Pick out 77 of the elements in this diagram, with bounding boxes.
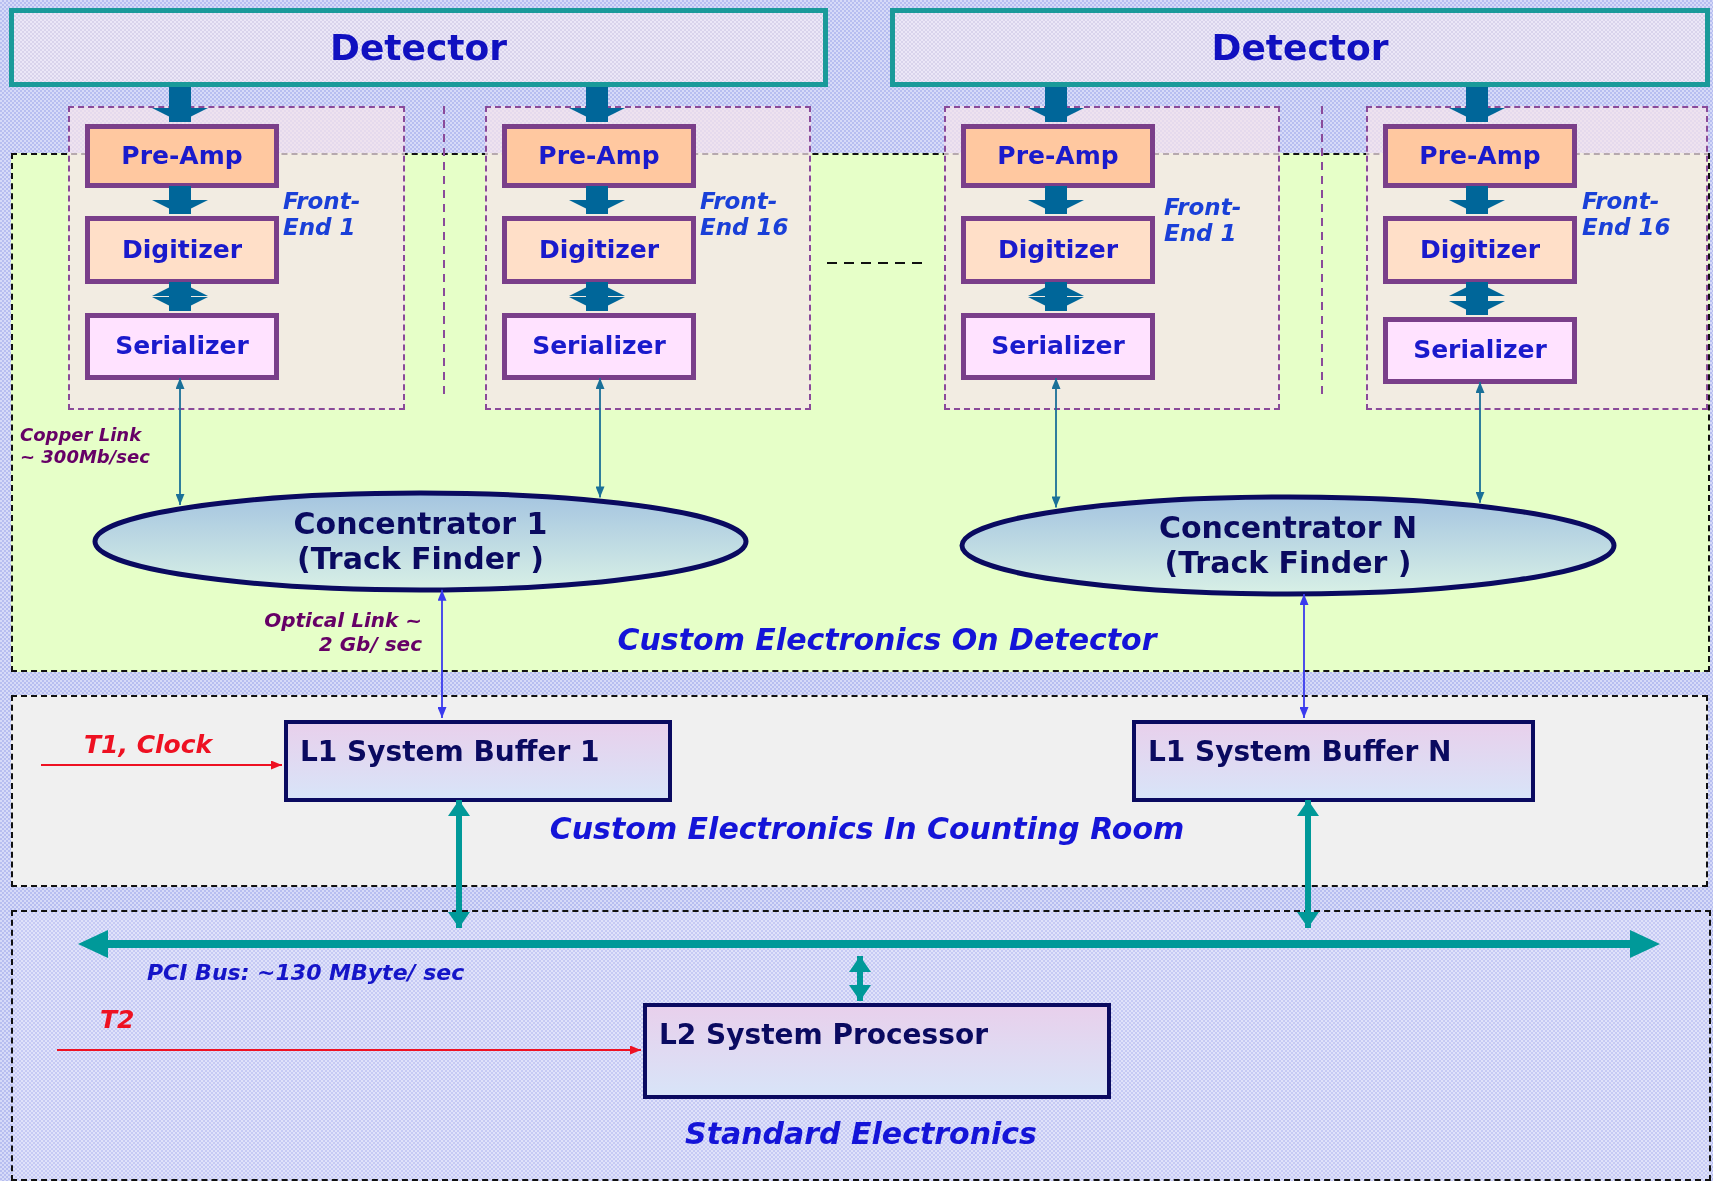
arrow bbox=[849, 956, 871, 1001]
arrow bbox=[152, 282, 208, 311]
arrow bbox=[1475, 381, 1485, 504]
region-title: Custom Electronics On Detector bbox=[617, 623, 1157, 658]
process-box bbox=[1383, 216, 1577, 284]
process-box bbox=[961, 216, 1155, 284]
front-end-group-box bbox=[485, 106, 811, 410]
node-label: Concentrator N (Track Finder ) bbox=[1157, 511, 1419, 580]
arrow bbox=[152, 87, 208, 122]
process-box bbox=[1383, 124, 1577, 188]
process-box bbox=[502, 313, 696, 380]
process-box bbox=[284, 720, 672, 802]
arrow bbox=[1299, 593, 1309, 719]
arrow bbox=[40, 760, 283, 770]
node-label: Pre-Amp bbox=[538, 141, 660, 171]
region-panel bbox=[11, 695, 1708, 887]
detector-box bbox=[9, 8, 828, 87]
node-label: Detector bbox=[330, 26, 507, 69]
node-label: Concentrator 1 (Track Finder ) bbox=[292, 507, 549, 576]
front-end-group-box bbox=[68, 106, 405, 410]
arrow bbox=[1028, 186, 1084, 214]
arrow bbox=[1449, 87, 1505, 122]
node-label: L1 System Buffer N bbox=[1148, 736, 1452, 769]
arrow bbox=[595, 377, 605, 499]
process-box bbox=[1383, 317, 1577, 384]
node-label: Serializer bbox=[115, 332, 249, 361]
arrow bbox=[437, 588, 447, 719]
node-label: L1 System Buffer 1 bbox=[300, 736, 600, 769]
node-label: Serializer bbox=[991, 332, 1125, 361]
front-end-label: Front- End 16 bbox=[1582, 188, 1672, 241]
arrow bbox=[152, 186, 208, 214]
process-box bbox=[85, 124, 279, 188]
front-end-group-box bbox=[944, 106, 1280, 410]
arrow bbox=[569, 87, 625, 122]
arrow bbox=[1051, 377, 1061, 509]
region-panel bbox=[11, 910, 1711, 1181]
region-title: Custom Electronics In Counting Room bbox=[549, 812, 1185, 847]
arrow bbox=[1449, 282, 1505, 315]
arrow bbox=[1449, 186, 1505, 214]
arrow bbox=[175, 377, 185, 506]
edge-label: Copper Link ~ 300Mb/sec bbox=[20, 424, 151, 468]
front-end-label: Front- End 1 bbox=[1164, 194, 1243, 247]
process-box bbox=[1132, 720, 1535, 802]
front-end-label: Front- End 1 bbox=[283, 188, 362, 241]
node-label: Serializer bbox=[532, 332, 666, 361]
arrow bbox=[1028, 87, 1084, 122]
arrow bbox=[56, 1045, 642, 1055]
arrow bbox=[1028, 282, 1084, 311]
node-label: Pre-Amp bbox=[1419, 141, 1541, 171]
detector-box bbox=[890, 8, 1710, 87]
node-label: L2 System Processor bbox=[659, 1019, 988, 1052]
arrow bbox=[569, 282, 625, 311]
process-box bbox=[961, 124, 1155, 188]
node-label: Pre-Amp bbox=[997, 141, 1119, 171]
region-title: Standard Electronics bbox=[685, 1117, 1037, 1152]
edge-label: T2 bbox=[100, 1005, 136, 1035]
arrow bbox=[448, 800, 470, 928]
node-label: Digitizer bbox=[997, 235, 1119, 265]
node-label: Digitizer bbox=[121, 235, 243, 265]
process-box bbox=[643, 1003, 1111, 1099]
node-label: Serializer bbox=[1413, 336, 1547, 365]
process-box bbox=[502, 216, 696, 284]
edge-label: Optical Link ~ 2 Gb/ sec bbox=[263, 608, 422, 656]
arrow bbox=[1297, 800, 1319, 928]
node-label: Digitizer bbox=[1419, 235, 1541, 265]
process-box bbox=[502, 124, 696, 188]
bus-label: PCI Bus: ~130 MByte/ sec bbox=[147, 960, 465, 985]
process-box bbox=[85, 313, 279, 380]
node-label: Pre-Amp bbox=[121, 141, 243, 171]
node-label: Detector bbox=[1211, 26, 1389, 69]
node-label: Digitizer bbox=[538, 235, 660, 265]
process-box bbox=[961, 313, 1155, 380]
process-box bbox=[85, 216, 279, 284]
front-end-group-box bbox=[1366, 106, 1708, 410]
arrow bbox=[569, 186, 625, 214]
front-end-label: Front- End 16 bbox=[700, 188, 790, 241]
edge-label: T1, Clock bbox=[84, 730, 214, 760]
